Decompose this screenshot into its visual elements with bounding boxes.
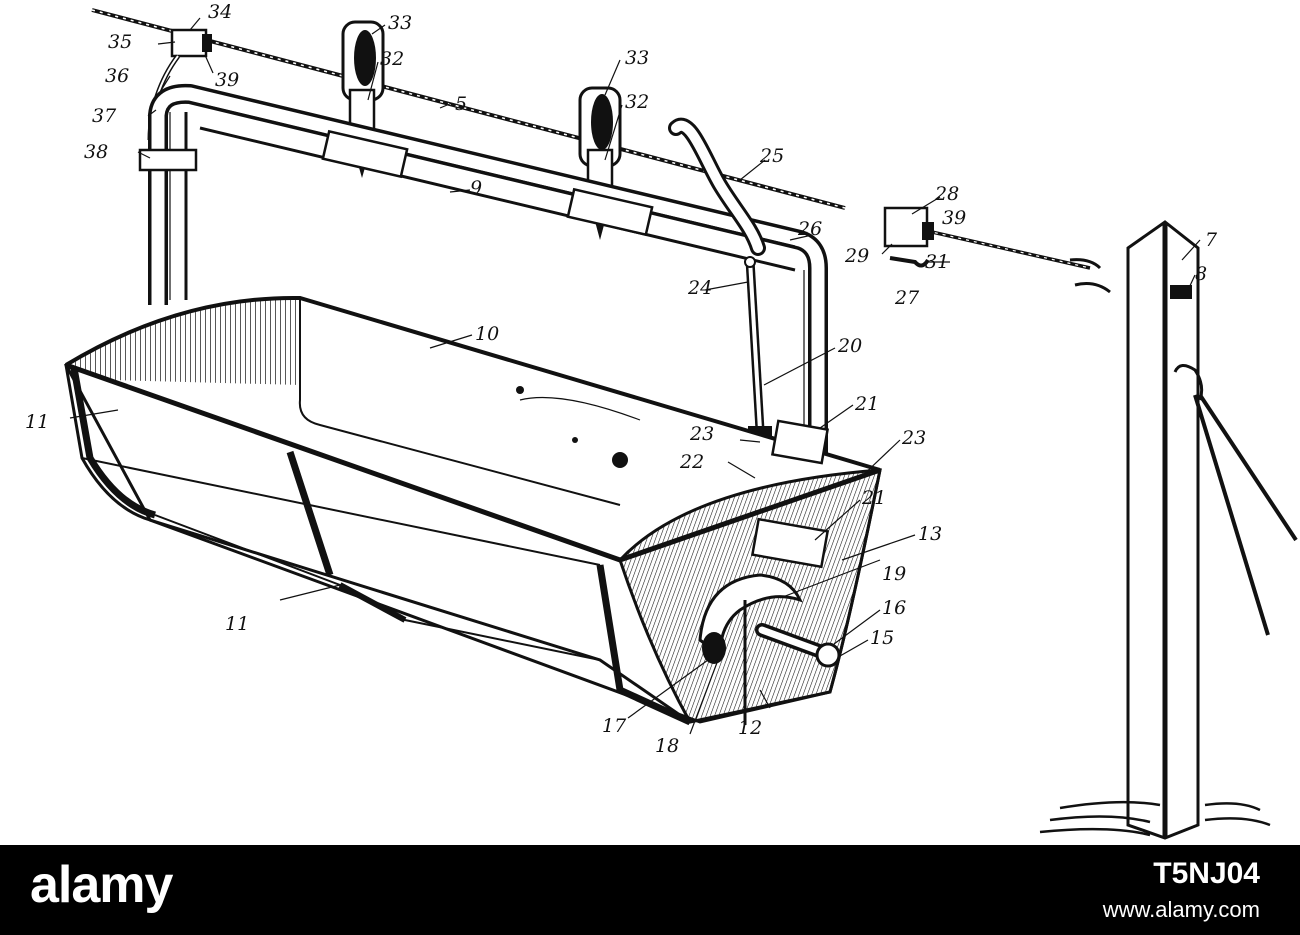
label-11: 11 (225, 613, 249, 635)
label-18: 18 (655, 735, 679, 757)
hanger-frame (138, 83, 828, 640)
label-10: 10 (475, 323, 499, 345)
label-17: 17 (602, 715, 627, 737)
label-33: 33 (388, 12, 412, 34)
label-8: 8 (1195, 263, 1207, 285)
label-5: 5 (455, 93, 467, 115)
label-25: 25 (759, 145, 784, 167)
label-38: 38 (84, 141, 108, 163)
stock-watermark-bar: alamy T5NJ04 www.alamy.com (0, 845, 1300, 935)
label-15: 15 (870, 627, 894, 649)
label-37: 37 (92, 105, 117, 127)
reference-labels: 34 35 39 33 32 33 32 5 36 37 38 25 9 28 … (25, 1, 1218, 757)
alamy-logo: alamy (30, 856, 173, 914)
support-post (1039, 220, 1298, 840)
label-35: 35 (108, 31, 132, 53)
leader-lines (69, 17, 1201, 735)
label-21: 21 (854, 393, 879, 415)
label-19: 19 (882, 563, 906, 585)
label-32: 32 (380, 48, 404, 70)
label-20: 20 (837, 335, 862, 357)
label-24: 24 (687, 277, 712, 299)
label-33: 33 (625, 47, 649, 69)
image-id: T5NJ04 (1153, 857, 1260, 890)
label-16: 16 (882, 597, 906, 619)
label-39: 39 (942, 207, 966, 229)
label-21: 21 (861, 487, 886, 509)
label-36: 36 (105, 65, 129, 87)
cable-anchor-right (883, 206, 1111, 294)
label-34: 34 (208, 1, 232, 23)
label-7: 7 (1205, 229, 1218, 251)
label-29: 29 (844, 245, 869, 267)
label-27: 27 (894, 287, 920, 309)
label-22: 22 (679, 451, 704, 473)
label-28: 28 (934, 183, 959, 205)
label-23: 23 (901, 427, 926, 449)
label-31: 31 (925, 251, 949, 273)
lever-handle (668, 117, 766, 256)
label-32: 32 (625, 91, 649, 113)
site-url: www.alamy.com (1102, 897, 1260, 922)
label-11: 11 (25, 411, 49, 433)
label-12: 12 (738, 717, 762, 739)
label-23: 23 (689, 423, 714, 445)
label-9: 9 (470, 177, 482, 199)
patent-drawing: 34 35 39 33 32 33 32 5 36 37 38 25 9 28 … (25, 1, 1298, 840)
label-13: 13 (918, 523, 942, 545)
bucket-pivot (698, 419, 841, 725)
label-39: 39 (215, 69, 239, 91)
label-26: 26 (797, 218, 822, 240)
